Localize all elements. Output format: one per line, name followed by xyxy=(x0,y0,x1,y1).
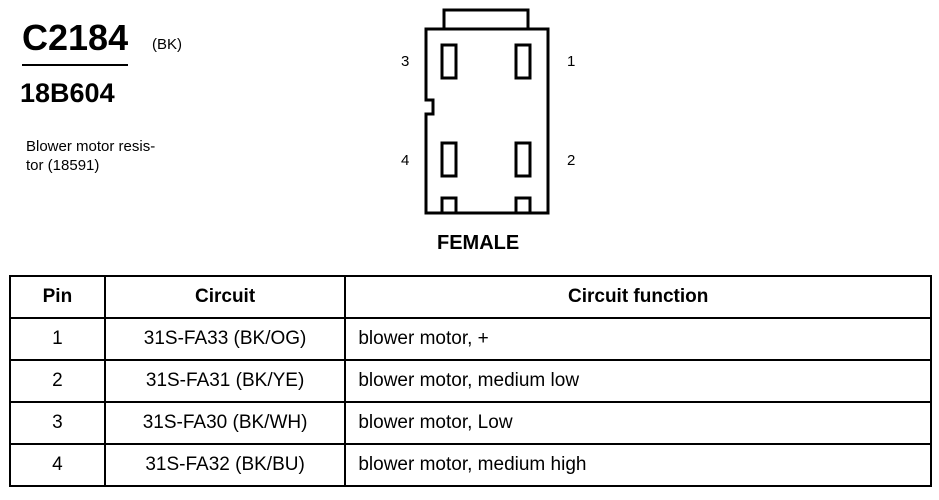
cell-circuit: 31S-FA30 (BK/WH) xyxy=(103,401,347,445)
description-line-1: Blower motor resis- xyxy=(26,138,156,155)
pin-cavity-3 xyxy=(440,43,458,80)
pin-label-2: 2 xyxy=(567,152,576,169)
table-header-row: Pin Circuit Circuit function xyxy=(9,275,932,319)
connector-face-diagram xyxy=(424,8,550,215)
connector-latch xyxy=(442,8,530,31)
component-description: Blower motor resis- tor (18591) xyxy=(26,137,155,175)
diagram-caption: FEMALE xyxy=(437,232,520,254)
cell-circuit: 31S-FA33 (BK/OG) xyxy=(103,317,347,361)
cell-pin: 2 xyxy=(9,359,106,403)
table-row: 4 31S-FA32 (BK/BU) blower motor, medium … xyxy=(9,443,932,487)
pin-label-4: 4 xyxy=(401,152,410,169)
table-row: 2 31S-FA31 (BK/YE) blower motor, medium … xyxy=(9,359,932,403)
connector-id: C2184 xyxy=(22,17,129,58)
pin-label-1: 1 xyxy=(567,53,576,70)
cell-circuit: 31S-FA32 (BK/BU) xyxy=(103,443,347,487)
table-row: 1 31S-FA33 (BK/OG) blower motor, + xyxy=(9,317,932,361)
table-row: 3 31S-FA30 (BK/WH) blower motor, Low xyxy=(9,401,932,445)
header-circuit: Circuit xyxy=(103,275,347,319)
pin-table: Pin Circuit Circuit function 1 31S-FA33 … xyxy=(9,275,932,487)
cell-function: blower motor, medium low xyxy=(344,359,932,403)
description-line-2: tor (18591) xyxy=(26,157,100,174)
pin-cavity-1 xyxy=(514,43,532,80)
cell-pin: 1 xyxy=(9,317,106,361)
bottom-slot-right xyxy=(514,196,532,213)
cell-function: blower motor, medium high xyxy=(344,443,932,487)
pin-cavity-4 xyxy=(440,141,458,178)
pin-cavity-2 xyxy=(514,141,532,178)
cell-circuit: 31S-FA31 (BK/YE) xyxy=(103,359,347,403)
color-code: (BK) xyxy=(152,36,182,53)
cell-function: blower motor, Low xyxy=(344,401,932,445)
cell-function: blower motor, + xyxy=(344,317,932,361)
part-number: 18B604 xyxy=(20,78,115,108)
header-pin: Pin xyxy=(9,275,106,319)
pin-label-3: 3 xyxy=(401,53,410,70)
bottom-slot-left xyxy=(440,196,458,213)
header-function: Circuit function xyxy=(344,275,932,319)
title-underline xyxy=(22,64,128,66)
cell-pin: 3 xyxy=(9,401,106,445)
connector-body xyxy=(424,27,550,215)
cell-pin: 4 xyxy=(9,443,106,487)
